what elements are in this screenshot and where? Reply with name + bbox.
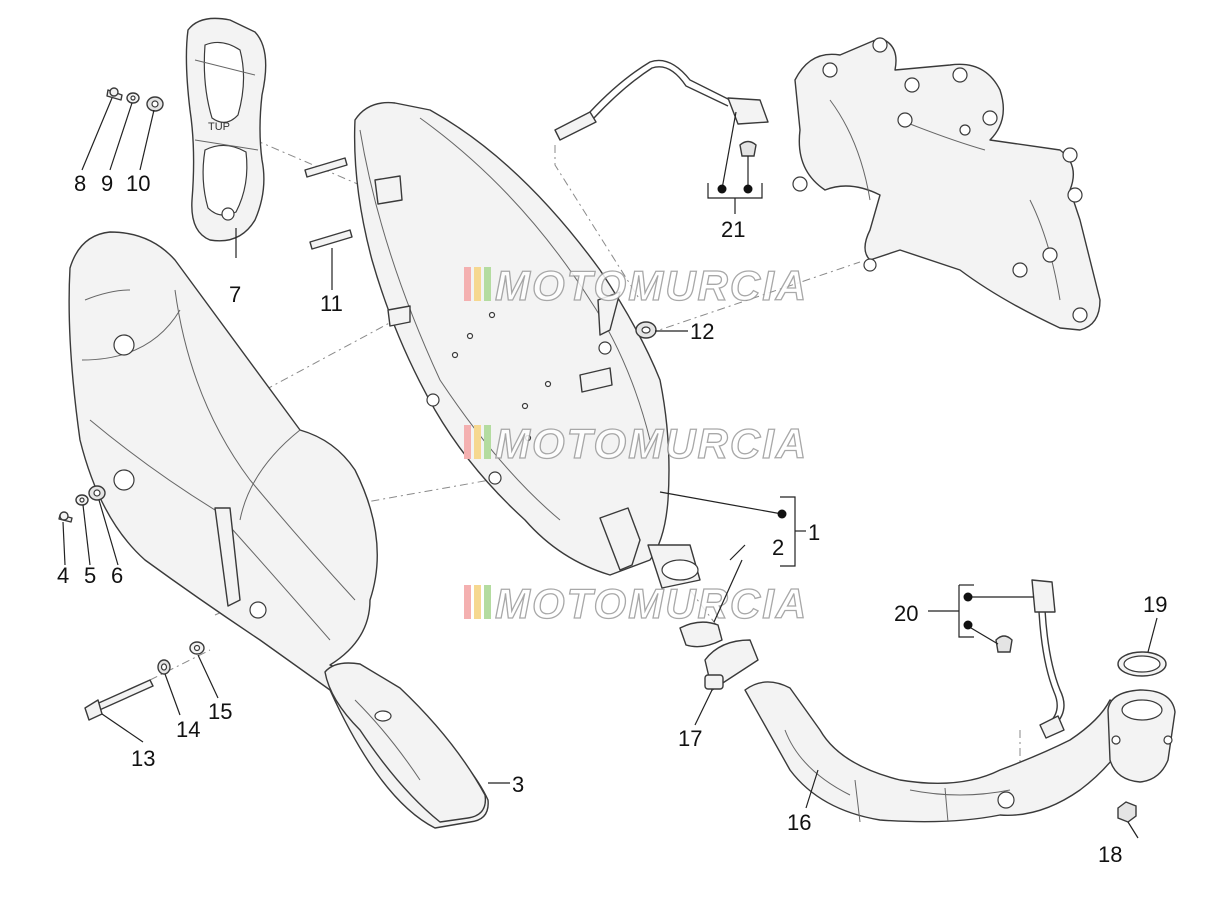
part-21-lambda-sensor — [554, 59, 769, 157]
watermark-1: MOTOMURCIA — [464, 261, 808, 310]
label-10: 10 — [126, 171, 150, 196]
watermark-text-3: MOTOMURCIA — [495, 580, 808, 627]
watermark-2: MOTOMURCIA — [464, 419, 808, 468]
part-12-grommet — [635, 321, 657, 339]
label-14: 14 — [176, 717, 200, 742]
label-1: 1 — [808, 520, 820, 545]
label-16: 16 — [787, 810, 811, 835]
watermark-3: MOTOMURCIA — [464, 579, 808, 628]
part-17-clamp — [704, 639, 759, 691]
label-8: 8 — [74, 171, 86, 196]
part-13-long-bolt — [84, 679, 154, 721]
label-15: 15 — [208, 699, 232, 724]
label-18: 18 — [1098, 842, 1122, 867]
label-17: 17 — [678, 726, 702, 751]
part-5-washer — [75, 494, 89, 506]
part-14-spring-washer — [157, 659, 171, 675]
svg-text:TUP: TUP — [208, 121, 230, 133]
label-4: 4 — [57, 563, 69, 588]
part-2-gasket — [679, 621, 723, 648]
label-6: 6 — [111, 563, 123, 588]
label-9: 9 — [101, 171, 113, 196]
watermark-text-2: MOTOMURCIA — [495, 420, 808, 467]
part-16-exhaust-pipe — [744, 681, 1141, 823]
part-9-washer — [126, 92, 140, 104]
part-6-grommet — [88, 485, 106, 501]
part-1-silencer-body — [353, 101, 701, 589]
part-20-lambda-sensor — [995, 579, 1065, 739]
label-13: 13 — [131, 746, 155, 771]
leader-dots — [717, 184, 973, 630]
part-7-bracket: TUP — [185, 17, 267, 242]
frame-bracket — [792, 37, 1101, 331]
part-19-gasket-ring — [1117, 651, 1167, 677]
part-11-rubber-strips — [304, 157, 353, 250]
label-5: 5 — [84, 563, 96, 588]
label-7: 7 — [229, 282, 241, 307]
part-labels: 1 2 3 4 5 6 7 8 9 10 11 12 13 14 15 16 1… — [57, 171, 1167, 867]
label-11: 11 — [320, 291, 343, 316]
part-4-bolt — [58, 511, 73, 523]
exhaust-flange — [1107, 689, 1176, 783]
part-15-washer — [189, 641, 205, 655]
label-3: 3 — [512, 772, 524, 797]
part-10-grommet — [146, 96, 164, 112]
part-18-nut — [1117, 801, 1137, 823]
label-21: 21 — [721, 217, 745, 242]
leader-lines — [62, 97, 1158, 839]
part-3-heat-shield — [68, 231, 489, 829]
watermark-text-1: MOTOMURCIA — [495, 262, 808, 309]
label-19: 19 — [1143, 592, 1167, 617]
part-8-bolt — [106, 87, 123, 101]
label-20: 20 — [894, 601, 918, 626]
label-12: 12 — [690, 319, 714, 344]
label-2: 2 — [772, 535, 784, 560]
